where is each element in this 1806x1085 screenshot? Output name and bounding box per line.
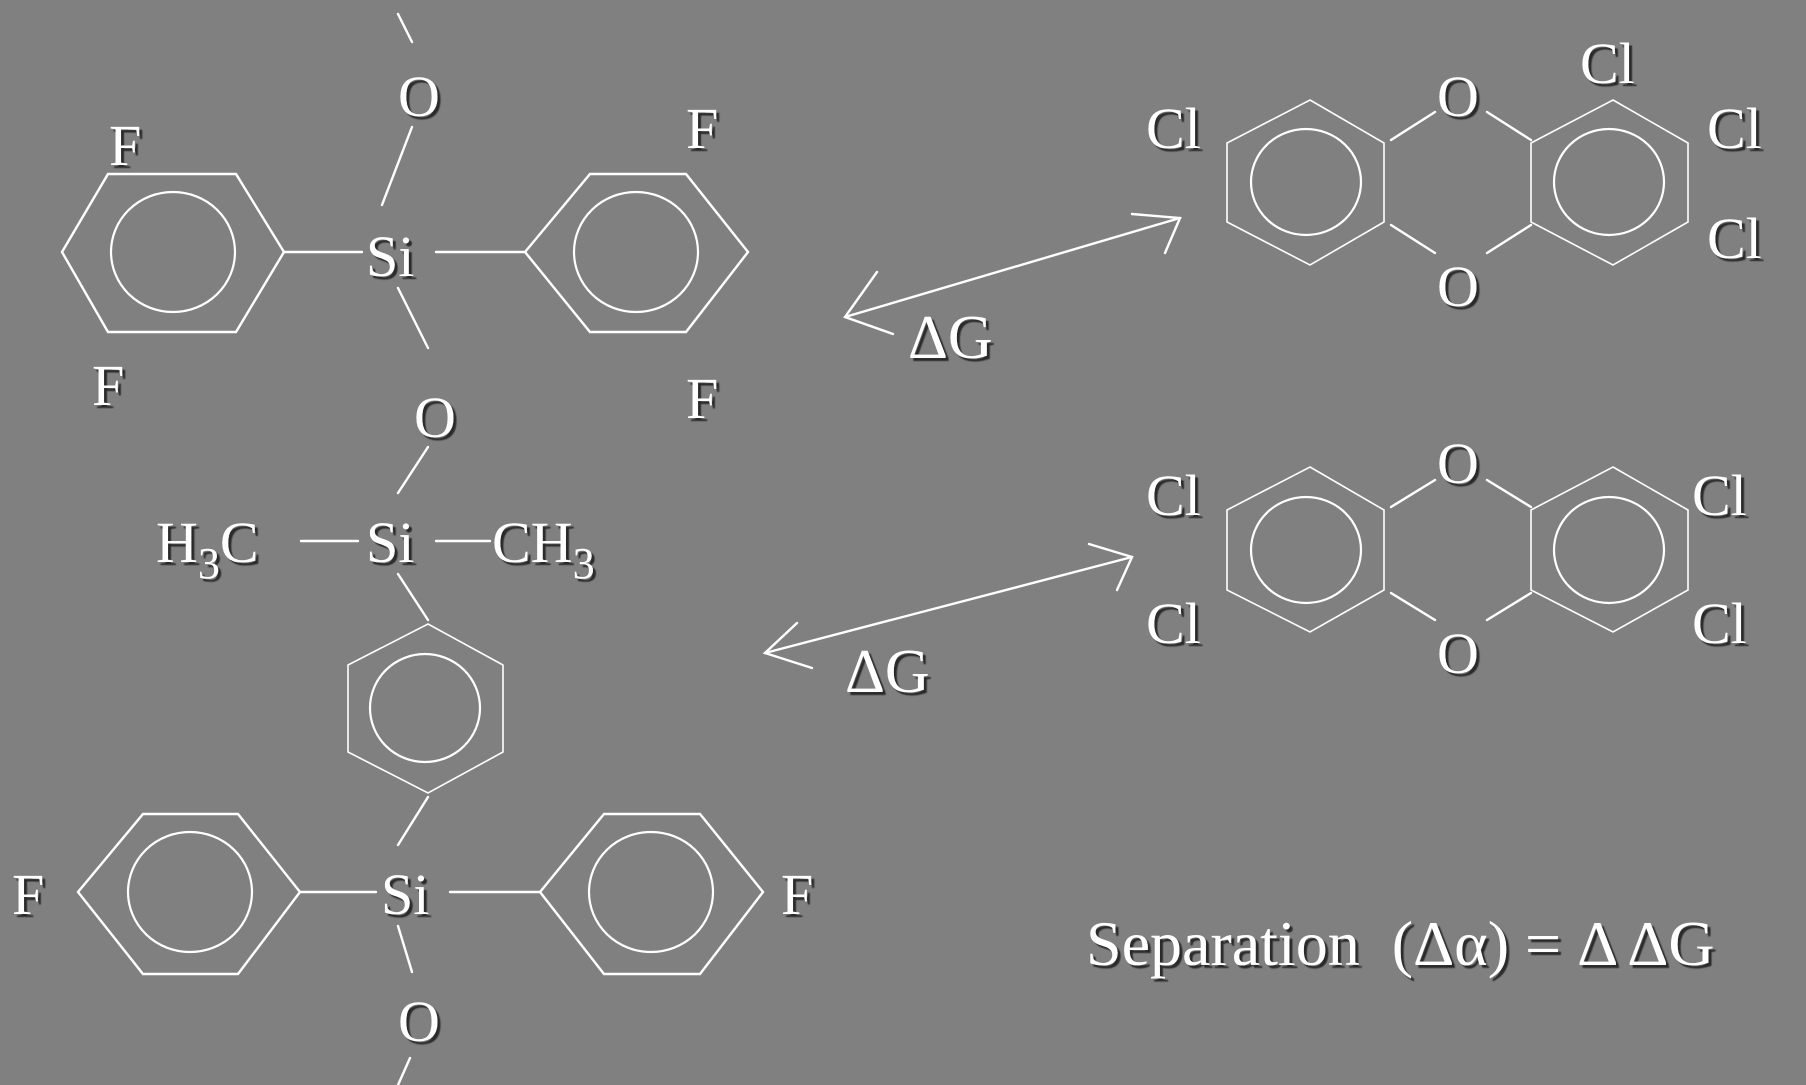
bond-phenylene-si <box>396 795 430 847</box>
dioxin-2-o-bottom: O <box>1437 621 1479 686</box>
dioxin-2-right-ring <box>1530 466 1689 633</box>
atom-si-bottom: Si <box>381 862 429 927</box>
bond-o-si-top <box>380 125 414 207</box>
dioxin-2-left-ring <box>1226 466 1385 633</box>
bond-o-si-middle <box>396 445 430 495</box>
bond-si-phenylene <box>396 572 430 622</box>
interaction-arrow-2: ΔG <box>762 542 1134 706</box>
atom-f-top-lower-right: F <box>686 366 718 431</box>
atom-f-top-upper-right: F <box>686 96 718 161</box>
bond-top-chain <box>396 12 414 44</box>
dioxin-2-o-top: O <box>1437 431 1479 496</box>
atom-o-top: O <box>398 64 440 129</box>
bond-si-o-bottom <box>396 924 414 974</box>
benzene-ring-top-right <box>523 172 750 334</box>
bottom-silane-fragment: Si F F O <box>12 812 813 1085</box>
top-silane-fragment: O Si F F F F <box>60 12 750 431</box>
atom-o-bottom: O <box>398 989 440 1054</box>
dioxin-1-left-ring <box>1226 99 1385 266</box>
atom-f-bottom-left: F <box>12 862 44 927</box>
dioxin-1-right-ring <box>1530 99 1689 266</box>
atom-si-top: Si <box>366 224 414 289</box>
atom-f-bottom-right: F <box>781 862 813 927</box>
atom-f-top-lower-left: F <box>92 353 124 418</box>
separation-equation: Separation (Δα) = Δ ΔG <box>1086 908 1715 979</box>
dioxin-1-cl-right-upper: Cl <box>1707 96 1762 161</box>
group-h3c: H3C <box>156 510 259 588</box>
dioxin-1-cl-top: Cl <box>1580 31 1635 96</box>
dioxin-1-o-bottom: O <box>1437 254 1479 319</box>
dioxin-2-cl-right-upper: Cl <box>1692 463 1747 528</box>
bond-si-o-down <box>396 286 430 350</box>
phenylene-ring <box>347 623 504 794</box>
atom-si-middle: Si <box>366 510 414 575</box>
benzene-ring-bottom-right <box>538 812 765 976</box>
dioxin-1-o-top: O <box>1437 64 1479 129</box>
dioxin-molecule-1: O O Cl Cl Cl Cl <box>1146 31 1762 319</box>
dioxin-1-cl-left: Cl <box>1146 96 1201 161</box>
bond-bottom-chain <box>396 1056 412 1085</box>
interaction-arrow-1: ΔG <box>843 212 1182 372</box>
middle-silane-fragment: O H3C Si CH3 <box>156 385 595 847</box>
benzene-ring-top-left <box>60 172 286 334</box>
dioxin-molecule-2: O O Cl Cl Cl Cl <box>1146 431 1747 686</box>
group-ch3: CH3 <box>492 510 595 588</box>
atom-f-top-upper-left: F <box>109 113 141 178</box>
delta-g-label-2: ΔG <box>845 638 930 706</box>
dioxin-2-cl-right-lower: Cl <box>1692 591 1747 656</box>
delta-g-label-1: ΔG <box>908 304 993 372</box>
dioxin-1-cl-right-lower: Cl <box>1707 206 1762 271</box>
dioxin-2-cl-left-lower: Cl <box>1146 591 1201 656</box>
benzene-ring-bottom-left <box>76 812 302 976</box>
dioxin-2-cl-left-upper: Cl <box>1146 463 1201 528</box>
atom-o-middle: O <box>414 385 456 450</box>
